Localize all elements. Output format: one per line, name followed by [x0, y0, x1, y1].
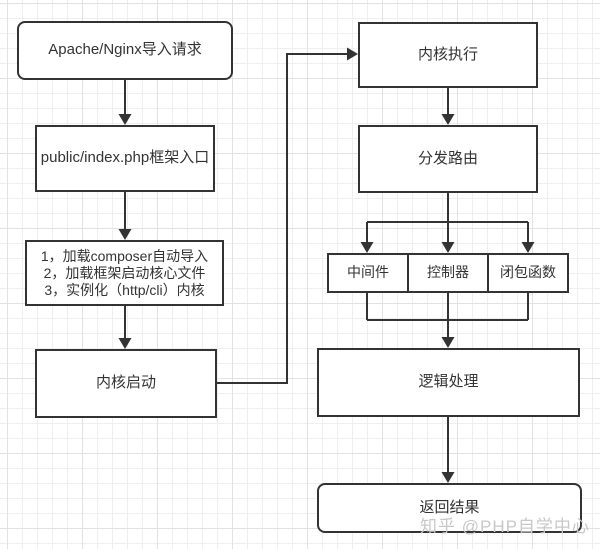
step-line-1: 1，加载composer自动导入 — [40, 247, 209, 264]
node-label: public/index.php框架入口 — [40, 149, 210, 167]
node-handler-row: 中间件 控制器 闭包函数 — [327, 253, 569, 293]
arrowhead-steps-to-kernel-boot — [118, 338, 132, 349]
node-return-result: 返回结果 — [317, 483, 582, 533]
node-kernel-boot: 内核启动 — [35, 349, 217, 418]
arrowhead-kernel-exec-to-dispatch — [441, 114, 455, 125]
arrowhead-split-closure — [521, 242, 535, 253]
arrowhead-kernel-boot-to-kernel-exec — [347, 47, 358, 61]
node-controller: 控制器 — [407, 255, 487, 291]
node-kernel-exec: 内核执行 — [358, 22, 538, 88]
arrowhead-logic-to-result — [441, 472, 455, 483]
node-closure-function: 闭包函数 — [487, 255, 567, 291]
node-logic-process: 逻辑处理 — [317, 348, 580, 417]
step-line-3: 3，实例化（http/cli）内核 — [44, 281, 205, 298]
node-label: 内核启动 — [95, 374, 156, 392]
watermark: 知乎 @PHP自学中心 — [420, 517, 590, 536]
arrowhead-apache-to-entry — [118, 114, 132, 125]
node-label: Apache/Nginx导入请求 — [48, 41, 202, 59]
node-label: 分发路由 — [417, 149, 478, 167]
node-public-index-entry: public/index.php框架入口 — [35, 125, 215, 192]
node-startup-steps: 1，加载composer自动导入 2，加载框架启动核心文件 3，实例化（http… — [25, 240, 224, 306]
node-label: 中间件 — [347, 264, 389, 281]
node-middleware: 中间件 — [329, 255, 407, 291]
arrowhead-entry-to-steps — [118, 229, 132, 240]
node-label: 逻辑处理 — [418, 373, 479, 391]
node-label: 返回结果 — [419, 498, 480, 516]
edge-kernel-boot-to-kernel-exec — [216, 53, 347, 384]
node-label: 内核执行 — [417, 45, 478, 63]
node-label: 闭包函数 — [500, 264, 556, 281]
node-dispatch-route: 分发路由 — [358, 125, 538, 193]
node-label: 控制器 — [427, 264, 469, 281]
step-line-2: 2，加载框架启动核心文件 — [43, 264, 206, 281]
arrowhead-merge-to-logic — [441, 337, 455, 348]
node-apache-nginx-import: Apache/Nginx导入请求 — [17, 21, 233, 80]
arrowhead-split-controller — [441, 242, 455, 253]
edge-merge-to-logic — [366, 293, 529, 337]
arrowhead-split-middleware — [360, 242, 374, 253]
edge-dispatch-split — [366, 193, 529, 242]
